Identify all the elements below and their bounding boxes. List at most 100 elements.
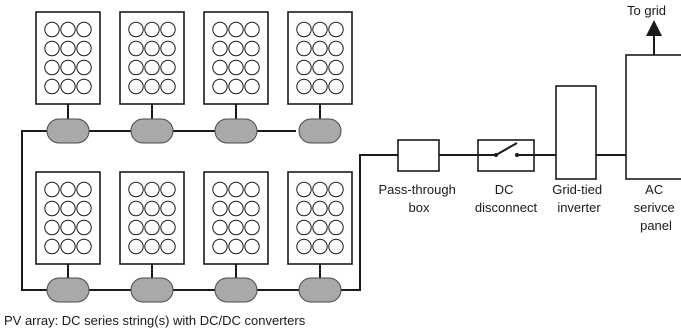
- pv-modules: [35, 11, 353, 265]
- pv-cell: [212, 78, 228, 95]
- dc-dc-converter: [298, 277, 342, 303]
- pv-cell: [44, 238, 60, 255]
- pv-cell: [296, 181, 312, 198]
- pv-cell: [60, 78, 76, 95]
- pv-cell: [144, 238, 160, 255]
- pv-cell: [312, 200, 328, 217]
- pv-cell: [296, 21, 312, 38]
- dc-dc-converter: [130, 277, 174, 303]
- pv-cell: [228, 219, 244, 236]
- pv-cell: [76, 238, 92, 255]
- pv-cell: [212, 219, 228, 236]
- pv-cell: [244, 181, 260, 198]
- pv-cell: [76, 40, 92, 57]
- service-panel-box: [625, 54, 681, 180]
- pv-cell: [76, 78, 92, 95]
- pv-cell: [244, 40, 260, 57]
- to-grid-label: To grid: [627, 3, 666, 18]
- pv-cell: [44, 181, 60, 198]
- pv-cell: [44, 40, 60, 57]
- pv-cell: [44, 78, 60, 95]
- pv-cell: [60, 59, 76, 76]
- pv-cell: [60, 181, 76, 198]
- inverter-label: Grid-tied inverter: [552, 182, 605, 215]
- dc-dc-converter: [298, 118, 342, 144]
- pv-cell: [212, 238, 228, 255]
- pv-cell: [76, 181, 92, 198]
- pv-cell: [244, 21, 260, 38]
- pv-cell: [160, 238, 176, 255]
- pv-cell: [128, 78, 144, 95]
- dc-dc-converters: [46, 118, 342, 303]
- pv-cell: [76, 21, 92, 38]
- pv-cell: [160, 78, 176, 95]
- pv-cell: [60, 219, 76, 236]
- pv-cell: [244, 200, 260, 217]
- pv-cell: [76, 59, 92, 76]
- pv-cell: [144, 219, 160, 236]
- pv-cell: [44, 59, 60, 76]
- pv-cell: [312, 40, 328, 57]
- pv-cell: [76, 200, 92, 217]
- pv-cell: [244, 78, 260, 95]
- pv-cell: [296, 200, 312, 217]
- dc-dc-converter: [46, 118, 90, 144]
- pv-cell: [160, 200, 176, 217]
- pv-cell: [212, 21, 228, 38]
- dc-dc-converter: [214, 118, 258, 144]
- pv-cell: [144, 40, 160, 57]
- dc-dc-converter: [130, 118, 174, 144]
- pv-cell: [228, 200, 244, 217]
- pv-cell: [228, 21, 244, 38]
- pv-cell: [244, 238, 260, 255]
- pv-cell: [128, 59, 144, 76]
- pv-cell: [128, 181, 144, 198]
- pv-cell: [128, 21, 144, 38]
- pv-cell: [144, 181, 160, 198]
- pv-cell: [228, 181, 244, 198]
- pv-module: [119, 171, 185, 265]
- pv-cell: [160, 21, 176, 38]
- pv-cell: [160, 181, 176, 198]
- pv-cell: [328, 40, 344, 57]
- pv-module: [203, 171, 269, 265]
- pv-cell: [60, 238, 76, 255]
- pv-cell: [312, 78, 328, 95]
- dc-disconnect-label: DC disconnect: [475, 182, 538, 215]
- pv-cell: [328, 21, 344, 38]
- pv-cell: [144, 21, 160, 38]
- pv-cell: [76, 219, 92, 236]
- pv-cell: [160, 40, 176, 57]
- pv-cell: [128, 200, 144, 217]
- switch-icon: [478, 142, 534, 157]
- pv-cell: [44, 21, 60, 38]
- pv-module: [203, 11, 269, 105]
- pv-cell: [328, 200, 344, 217]
- pv-cell: [244, 59, 260, 76]
- pv-module: [287, 171, 353, 265]
- pv-cell: [144, 200, 160, 217]
- pv-cell: [60, 21, 76, 38]
- pass-through-label: Pass-through box: [379, 182, 460, 215]
- pv-cell: [228, 238, 244, 255]
- pv-module: [35, 171, 101, 265]
- pv-cell: [128, 238, 144, 255]
- inverter-box: [555, 85, 597, 180]
- pv-cell: [228, 59, 244, 76]
- pv-cell: [228, 40, 244, 57]
- pv-cell: [312, 238, 328, 255]
- pv-cell: [60, 40, 76, 57]
- pv-cell: [212, 40, 228, 57]
- pv-cell: [228, 78, 244, 95]
- pv-cell: [60, 200, 76, 217]
- service-panel-label: AC serivce panel: [634, 182, 679, 233]
- pv-cell: [296, 40, 312, 57]
- pv-cell: [128, 219, 144, 236]
- pv-cell: [312, 21, 328, 38]
- pv-cell: [44, 219, 60, 236]
- pv-cell: [212, 181, 228, 198]
- pv-cell: [296, 59, 312, 76]
- pv-cell: [328, 59, 344, 76]
- pv-cell: [44, 200, 60, 217]
